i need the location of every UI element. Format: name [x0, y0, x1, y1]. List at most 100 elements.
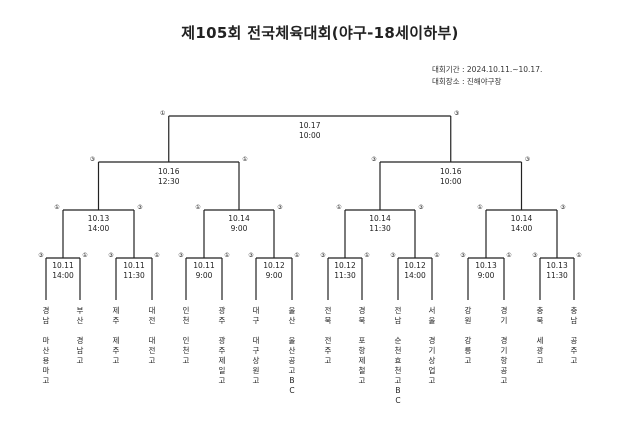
quarter-time: 9:00: [231, 224, 248, 233]
round1-time: 11:30: [546, 271, 568, 280]
quarter-date: 10.14: [511, 214, 533, 223]
round1-date: 10.11: [123, 261, 145, 270]
round1-time: 9:00: [266, 271, 283, 280]
semi-left-tag: ③: [90, 156, 95, 163]
round1-time: 14:00: [404, 271, 426, 280]
round1-left-tag: ③: [320, 252, 325, 259]
round1-time: 14:00: [52, 271, 74, 280]
round1-left-tag: ③: [248, 252, 253, 259]
round1-right-tag: ①: [576, 252, 581, 259]
round1-left-tag: ③: [460, 252, 465, 259]
tournament-venue: 대회장소 : 진해야구장: [432, 77, 502, 86]
round1-right-tag: ①: [434, 252, 439, 259]
round1-right-tag: ①: [82, 252, 87, 259]
round1-right-tag: ①: [506, 252, 511, 259]
round1-date: 10.11: [193, 261, 215, 270]
round1-left-tag: ③: [38, 252, 43, 259]
round1-time: 9:00: [196, 271, 213, 280]
semi-time: 12:30: [158, 177, 180, 186]
page-title: 제105회 전국체육대회(야구-18세이하부): [181, 24, 459, 42]
quarter-left-tag: ①: [195, 204, 200, 211]
semi-left-tag: ③: [371, 156, 376, 163]
quarter-left-tag: ①: [336, 204, 341, 211]
round1-right-tag: ①: [364, 252, 369, 259]
quarter-left-tag: ①: [54, 204, 59, 211]
round1-time: 11:30: [123, 271, 145, 280]
quarter-date: 10.14: [228, 214, 250, 223]
round1-date: 10.12: [334, 261, 356, 270]
round1-right-tag: ①: [224, 252, 229, 259]
round1-date: 10.11: [52, 261, 74, 270]
quarter-right-tag: ③: [137, 204, 142, 211]
round1-time: 9:00: [478, 271, 495, 280]
round1-left-tag: ③: [532, 252, 537, 259]
round1-date: 10.13: [475, 261, 497, 270]
tournament-period: 대회기간 : 2024.10.11.~10.17.: [432, 65, 543, 74]
quarter-left-tag: ①: [477, 204, 482, 211]
final-date: 10.17: [299, 121, 321, 130]
round1-left-tag: ③: [108, 252, 113, 259]
final-left-tag: ①: [160, 110, 165, 117]
round1-right-tag: ①: [154, 252, 159, 259]
round1-date: 10.13: [546, 261, 568, 270]
quarter-time: 14:00: [511, 224, 533, 233]
final-time: 10:00: [299, 131, 321, 140]
quarter-right-tag: ③: [560, 204, 565, 211]
quarter-time: 14:00: [88, 224, 110, 233]
quarter-date: 10.14: [369, 214, 391, 223]
round1-left-tag: ③: [178, 252, 183, 259]
round1-left-tag: ③: [390, 252, 395, 259]
round1-date: 10.12: [404, 261, 426, 270]
quarter-right-tag: ③: [418, 204, 423, 211]
semi-time: 10:00: [440, 177, 462, 186]
semi-right-tag: ③: [525, 156, 530, 163]
semi-right-tag: ①: [242, 156, 247, 163]
round1-time: 11:30: [334, 271, 356, 280]
final-right-tag: ③: [454, 110, 459, 117]
round1-date: 10.12: [263, 261, 285, 270]
semi-date: 10.16: [158, 167, 180, 176]
quarter-date: 10.13: [88, 214, 110, 223]
